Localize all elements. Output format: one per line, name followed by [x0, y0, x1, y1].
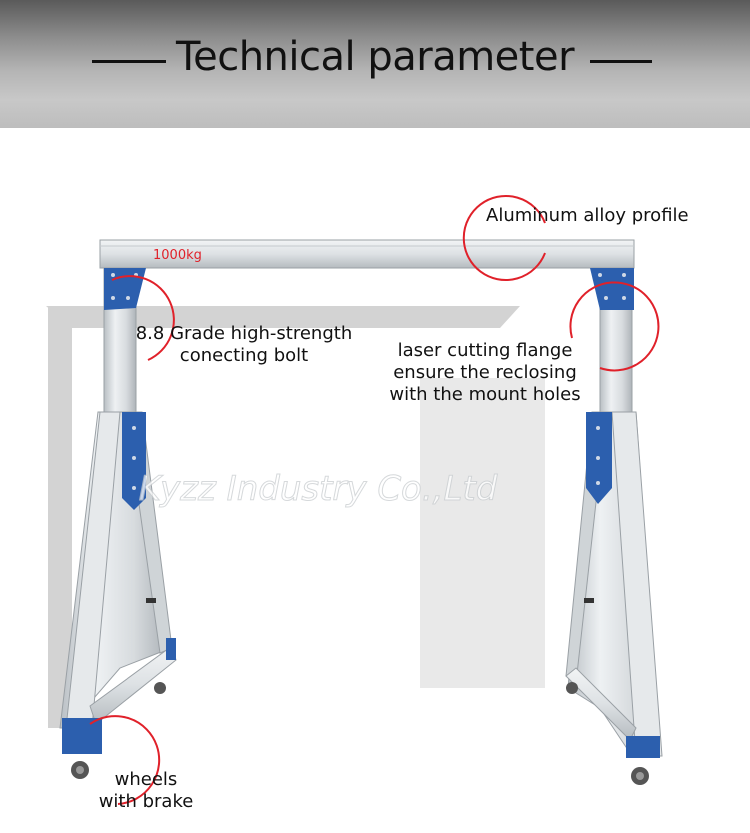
capacity-label: 1000kg: [153, 248, 202, 263]
title-rule-left: [92, 60, 166, 63]
callout-ring-wheel: [89, 715, 161, 805]
callout-bolt-line1: 8.8 Grade high-strength: [135, 323, 353, 344]
title-rule-right: [590, 60, 652, 63]
right-lower-frame: [565, 411, 663, 785]
callout-wheels-line2: with brake: [98, 791, 194, 812]
callout-aluminum-profile: Aluminum alloy profile: [486, 205, 689, 226]
callout-ring-flange: [569, 281, 660, 372]
header-banner: Technical parameter: [0, 0, 750, 128]
callout-flange-line2: ensure the reclosing: [393, 362, 577, 383]
callout-bolt: 8.8 Grade high-strength conecting bolt: [116, 323, 372, 367]
callout-wheels: wheels with brake: [88, 769, 204, 813]
callout-flange-line3: with the mount holes: [389, 384, 581, 405]
callout-wheels-line1: wheels: [114, 769, 178, 790]
left-top-flange: [104, 268, 146, 310]
callout-ring-beam: [462, 195, 546, 281]
callout-flange: laser cutting flange ensure the reclosin…: [372, 340, 598, 406]
aluminum-top-beam: 1000kg: [99, 239, 635, 269]
floor-shadow: [46, 306, 545, 728]
callout-bolt-line2: conecting bolt: [179, 345, 309, 366]
gantry-crane-illustration: 1000kg: [46, 195, 663, 805]
callout-flange-line1: laser cutting flange: [397, 340, 573, 361]
right-top-flange: [590, 268, 634, 310]
page-title: Technical parameter: [175, 34, 575, 80]
callout-ring-bolt: [111, 275, 175, 361]
watermark-text: Kyzz Industry Co.,Ltd: [139, 469, 498, 509]
left-lower-frame: [59, 411, 177, 779]
